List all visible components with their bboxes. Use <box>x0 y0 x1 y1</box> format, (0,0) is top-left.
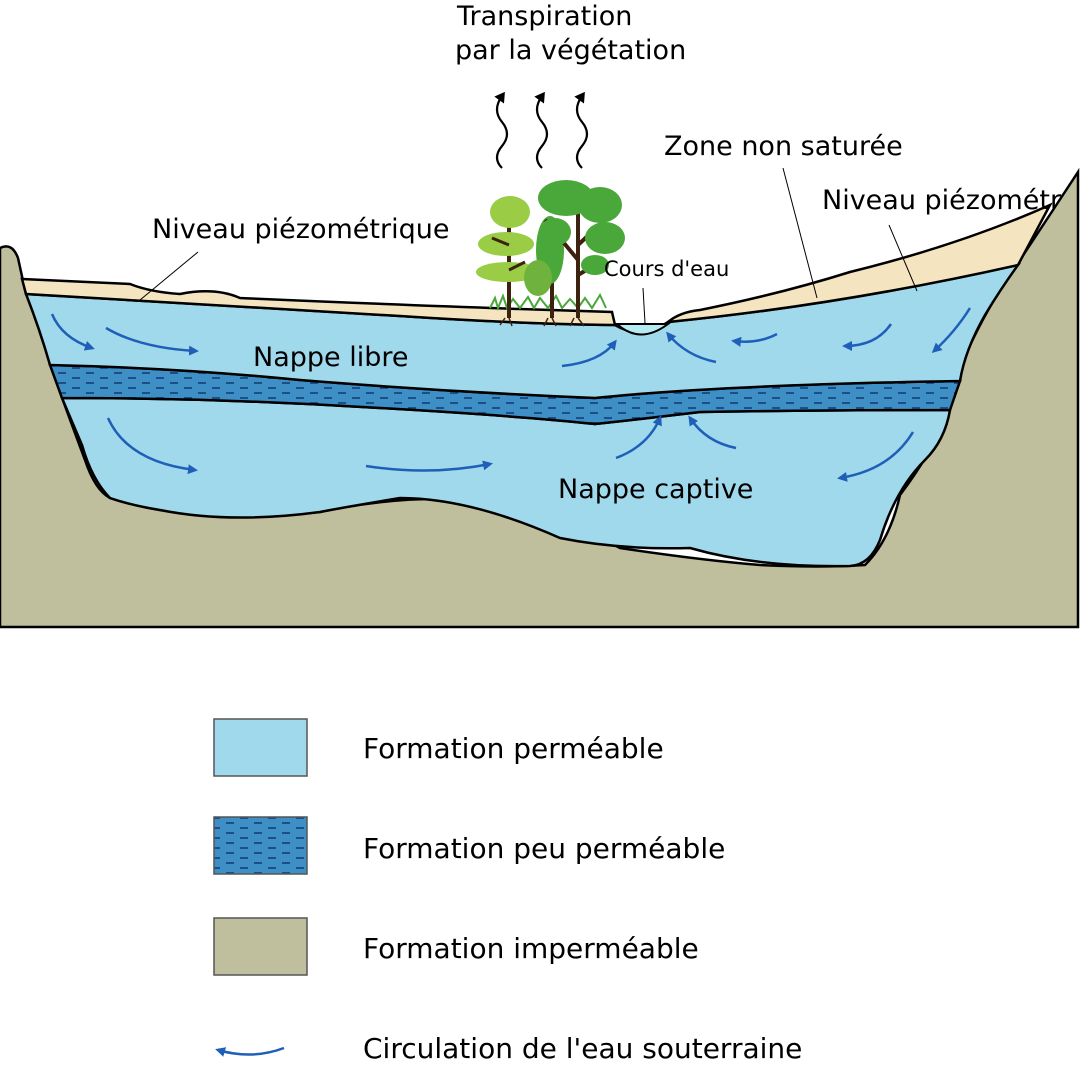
leader-line-piezo-left <box>139 251 199 301</box>
unsaturated-zone-right <box>664 202 1053 324</box>
flow-arrow <box>615 415 662 460</box>
flow-arrow <box>365 460 493 472</box>
transpiration-arrow-1 <box>494 91 509 169</box>
legend-swatch-semi-permeable <box>213 816 308 875</box>
legend-swatch-impermeable <box>213 917 308 976</box>
transpiration-arrows <box>494 91 589 169</box>
label-transpiration-line2: par la végétation <box>455 35 686 66</box>
label-cours-d-eau: Cours d'eau <box>604 257 729 281</box>
legend-label-impermeable: Formation imperméable <box>363 932 699 965</box>
label-zone-non-saturee: Zone non saturée <box>664 131 903 162</box>
leader-line-cours-deau <box>642 287 646 324</box>
legend-label-flow: Circulation de l'eau souterraine <box>363 1032 802 1065</box>
roots <box>499 317 585 327</box>
tree-right <box>538 180 625 318</box>
flow-arrows <box>50 307 972 482</box>
transpiration-arrow-3 <box>574 91 589 169</box>
legend-flow-arrow-icon <box>215 1046 285 1057</box>
flow-arrow <box>688 415 737 450</box>
flow-arrow <box>106 417 198 475</box>
legend-swatch-permeable <box>213 718 308 777</box>
legend-item-flow: Circulation de l'eau souterraine <box>215 1032 802 1065</box>
transpiration-arrow-2 <box>534 91 549 169</box>
flow-arrow <box>105 326 199 356</box>
flow-arrow <box>666 331 717 364</box>
label-niveau-piezometrique-left: Niveau piézométrique <box>152 214 449 245</box>
flow-arrow <box>50 313 95 351</box>
flow-arrow <box>837 431 915 482</box>
label-nappe-libre: Nappe libre <box>253 342 408 373</box>
river <box>614 323 672 336</box>
legend-item-impermeable: Formation imperméable <box>213 917 699 976</box>
grass <box>489 292 607 311</box>
flow-arrow <box>931 307 972 354</box>
legend-label-permeable: Formation perméable <box>363 732 664 765</box>
label-nappe-captive: Nappe captive <box>558 474 753 505</box>
flow-arrow <box>561 339 617 368</box>
unsaturated-zone-left <box>20 277 617 327</box>
legend-item-semi-permeable: Formation peu perméable <box>213 816 725 875</box>
tree-left <box>476 196 540 318</box>
flow-arrow <box>731 332 778 347</box>
flow-arrow <box>842 323 893 351</box>
label-transpiration-line1: Transpiration <box>456 1 632 32</box>
leader-line-zone-non-saturee <box>782 167 818 299</box>
legend-label-semi-permeable: Formation peu perméable <box>363 832 725 865</box>
leader-line-piezo-right <box>888 224 918 292</box>
label-niveau-piezometrique-right: Niveau piézométr <box>822 185 1062 216</box>
legend-item-permeable: Formation perméable <box>213 718 664 777</box>
vegetation <box>476 180 625 327</box>
legend: Formation perméable Formation peu perméa… <box>213 718 802 1065</box>
